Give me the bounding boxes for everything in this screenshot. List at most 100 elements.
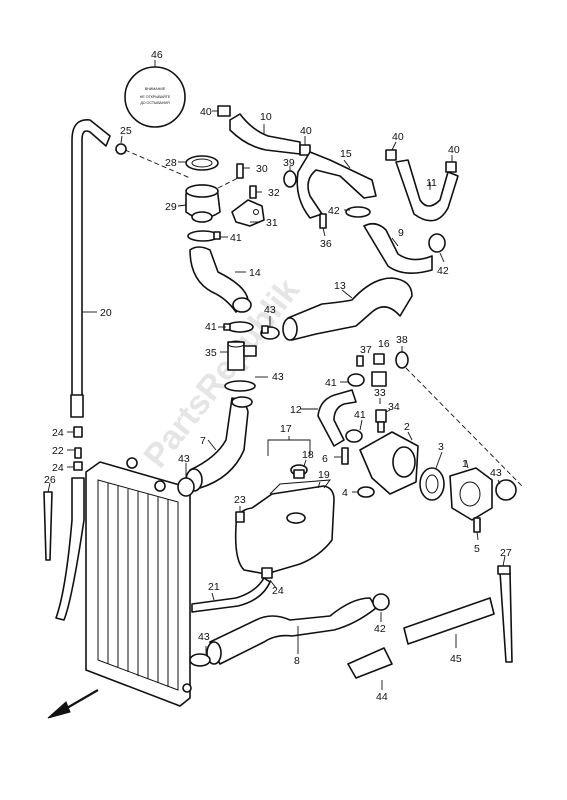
thermostat bbox=[419, 467, 445, 501]
callout-labels: 46 40 10 40 25 40 40 15 28 30 39 11 32 2… bbox=[44, 49, 512, 703]
clamp-41-mid bbox=[223, 321, 254, 333]
callout-14: 14 bbox=[249, 267, 261, 279]
filler-neck bbox=[185, 184, 221, 223]
cable-tie-right bbox=[497, 565, 513, 663]
filler-neck-cap bbox=[185, 155, 219, 171]
callout-40-b: 40 bbox=[300, 125, 312, 137]
front-direction-arrow-icon bbox=[47, 689, 99, 719]
pad-45 bbox=[403, 597, 495, 645]
clamp-42-bottom bbox=[372, 593, 390, 611]
callout-41-b: 41 bbox=[205, 321, 217, 333]
callout-29: 29 bbox=[165, 201, 177, 213]
callout-38: 38 bbox=[396, 334, 408, 346]
callout-39: 39 bbox=[283, 157, 295, 169]
callout-24-c: 24 bbox=[272, 585, 284, 597]
callout-32: 32 bbox=[268, 187, 280, 199]
callout-42-b: 42 bbox=[437, 265, 449, 277]
callout-43-c: 43 bbox=[178, 453, 190, 465]
cable-tie-left bbox=[43, 491, 53, 561]
callout-31: 31 bbox=[266, 217, 278, 229]
clamp-41-center bbox=[347, 373, 365, 387]
clamp-43-bottom bbox=[189, 653, 211, 667]
bolt-5 bbox=[473, 517, 481, 533]
tube-clip bbox=[115, 143, 127, 155]
cap-warning-label: ВНИМАНИЕ НЕ ОТКРЫВАЙТЕ ДО ОСТЫВАНИЯ bbox=[124, 66, 186, 128]
callout-43-e: 43 bbox=[198, 631, 210, 643]
callout-33: 33 bbox=[374, 387, 386, 399]
callout-3: 3 bbox=[438, 441, 444, 453]
pipe-15 bbox=[296, 151, 377, 219]
bolt-6 bbox=[341, 447, 349, 465]
callout-25: 25 bbox=[120, 125, 132, 137]
callout-13: 13 bbox=[334, 280, 346, 292]
hose-14 bbox=[189, 246, 252, 313]
radiator-core bbox=[85, 457, 192, 707]
clamp-16 bbox=[373, 353, 385, 365]
callout-20: 20 bbox=[100, 307, 112, 319]
callout-41-a: 41 bbox=[230, 232, 242, 244]
callout-37: 37 bbox=[360, 344, 372, 356]
callout-17: 17 bbox=[280, 423, 292, 435]
callout-41-c: 41 bbox=[325, 377, 337, 389]
callout-8: 8 bbox=[294, 655, 300, 667]
clamp-40-c bbox=[385, 149, 397, 161]
clamp-41-top bbox=[187, 230, 221, 242]
clamp-43-mid bbox=[260, 325, 280, 340]
callout-46: 46 bbox=[151, 49, 163, 61]
overflow-tube bbox=[70, 119, 111, 418]
sensor-34 bbox=[375, 409, 387, 433]
callout-26: 26 bbox=[44, 474, 56, 486]
clamp-41-lower bbox=[345, 429, 363, 443]
bolt-30 bbox=[236, 163, 244, 179]
callout-24-b: 24 bbox=[52, 462, 64, 474]
cap-label-line3: ДО ОСТЫВАНИЯ bbox=[140, 101, 170, 105]
callout-18: 18 bbox=[302, 449, 314, 461]
reservoir-cap bbox=[290, 464, 308, 479]
callout-44: 44 bbox=[376, 691, 388, 703]
clamp-43-right bbox=[495, 479, 517, 501]
callout-43-a: 43 bbox=[264, 304, 276, 316]
callout-41-d: 41 bbox=[354, 409, 366, 421]
hose-8 bbox=[206, 597, 377, 665]
callout-27: 27 bbox=[500, 547, 512, 559]
bolt-32 bbox=[249, 185, 257, 199]
clamp-43-low bbox=[224, 380, 256, 392]
bracket-31 bbox=[231, 199, 265, 227]
o-ring-4 bbox=[357, 486, 375, 498]
callout-30: 30 bbox=[256, 163, 268, 175]
reservoir-tank bbox=[234, 479, 335, 575]
callout-6: 6 bbox=[322, 453, 328, 465]
hose-12 bbox=[317, 389, 357, 447]
hose-9 bbox=[363, 222, 433, 274]
callout-10: 10 bbox=[260, 111, 272, 123]
callout-40-d: 40 bbox=[448, 144, 460, 156]
fitting-33 bbox=[371, 371, 387, 387]
callout-34: 34 bbox=[388, 401, 400, 413]
callout-11: 11 bbox=[426, 177, 437, 189]
callout-40-c: 40 bbox=[392, 131, 404, 143]
t-joint-35 bbox=[227, 340, 257, 371]
tube-fittings bbox=[55, 426, 85, 621]
bolt-37 bbox=[356, 355, 364, 367]
callout-42-a: 42 bbox=[328, 205, 340, 217]
bolt-36 bbox=[319, 213, 327, 229]
callout-36: 36 bbox=[320, 238, 332, 250]
clamp-43-left bbox=[177, 477, 195, 497]
callout-35: 35 bbox=[205, 347, 217, 359]
callout-12: 12 bbox=[290, 404, 302, 416]
clamp-40-d bbox=[445, 161, 457, 173]
hose-11 bbox=[395, 159, 459, 222]
callout-40-a: 40 bbox=[200, 106, 212, 118]
thermostat-cover bbox=[449, 467, 493, 521]
callout-28: 28 bbox=[165, 157, 177, 169]
callout-2: 2 bbox=[404, 421, 410, 433]
callout-16: 16 bbox=[378, 338, 390, 350]
pad-44 bbox=[347, 647, 393, 679]
callout-19: 19 bbox=[318, 469, 330, 481]
callout-43-b: 43 bbox=[272, 371, 284, 383]
callout-45: 45 bbox=[450, 653, 462, 665]
clamp-40-a bbox=[217, 105, 231, 117]
callout-42-c: 42 bbox=[374, 623, 386, 635]
